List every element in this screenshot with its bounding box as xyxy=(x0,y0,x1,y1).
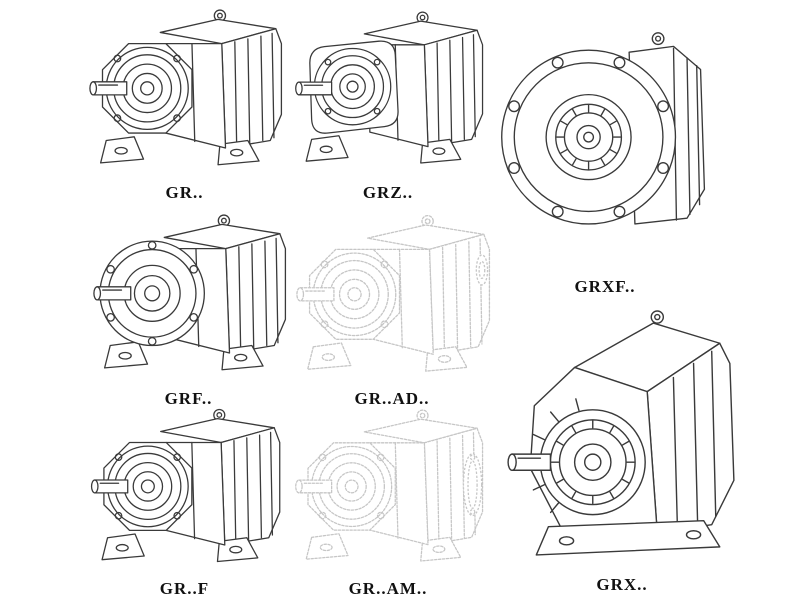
model-label-gr: GR.. xyxy=(165,183,204,202)
gearbox-grf-drawing xyxy=(86,208,291,388)
model-cell-gr: GR.. xyxy=(82,4,287,204)
model-label-grf: GRF.. xyxy=(164,389,213,408)
gearbox-grz-drawing xyxy=(288,4,488,182)
gearbox-gr-am-drawing xyxy=(288,404,488,578)
model-cell-grxf: GRXF.. xyxy=(494,4,716,298)
model-label-grxf: GRXF.. xyxy=(574,277,636,296)
input-adapter-overlay xyxy=(475,254,489,286)
model-cell-gr-am: GR..AM.. xyxy=(288,404,488,600)
model-label-grx: GRX.. xyxy=(596,575,648,594)
model-cell-grx: GRX.. xyxy=(496,300,748,596)
gearbox-gr-ad-drawing xyxy=(288,210,496,388)
gearbox-grxf-drawing xyxy=(494,4,716,276)
model-label-gr-ad: GR..AD.. xyxy=(354,389,430,408)
gearbox-gr-drawing xyxy=(82,4,287,182)
model-label-gr-f: GR..F xyxy=(159,579,210,598)
model-cell-grz: GRZ.. xyxy=(288,4,488,204)
model-cell-grf: GRF.. xyxy=(86,208,291,410)
model-label-grz: GRZ.. xyxy=(362,183,414,202)
model-cell-gr-ad: GR..AD.. xyxy=(288,210,496,410)
gearbox-gr-f-drawing xyxy=(82,404,287,578)
model-label-gr-am: GR..AM.. xyxy=(348,579,428,598)
model-cell-gr-f: GR..F xyxy=(82,404,287,600)
gearbox-grx-drawing xyxy=(496,300,748,574)
motor-flange-overlay xyxy=(462,453,483,517)
